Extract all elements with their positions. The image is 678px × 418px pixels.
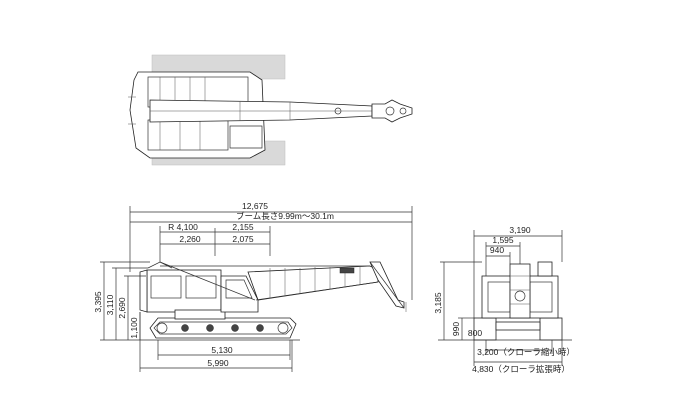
front-crawler-right (539, 317, 563, 341)
dim-5130-label: 5,130 (211, 345, 233, 355)
height-2690-label: 2,690 (117, 297, 127, 319)
dim-2075-label: 2,075 (232, 234, 254, 244)
height-1100-label: 1,100 (129, 317, 139, 339)
width-3190-label: 3,190 (509, 225, 531, 235)
width-940-label: 940 (490, 245, 504, 255)
boom-length-label: ブーム長さ9.99m～30.1m (236, 211, 334, 221)
side-crawler (149, 317, 297, 339)
front-view (473, 261, 563, 341)
dim-2260-label: 2,260 (179, 234, 201, 244)
height-3110-label: 3,110 (105, 294, 115, 315)
side-view (139, 261, 407, 339)
dimension-lines (100, 206, 572, 372)
width-1595-label: 1,595 (492, 235, 514, 245)
height-990-label: 990 (451, 322, 461, 336)
side-boom-plate (339, 267, 355, 274)
plan-view (128, 54, 413, 166)
dim-2155-label: 2,155 (232, 222, 254, 232)
radius-label: R 4,100 (168, 222, 198, 232)
crawler-retracted-label: 3,200（クローラ縮小時） (477, 347, 575, 357)
height-3185-label: 3,185 (433, 292, 443, 314)
height-800-label: 800 (468, 328, 482, 338)
dim-5990-label: 5,990 (207, 358, 229, 368)
side-superstructure (146, 269, 222, 313)
crawler-extended-label: 4,830（クローラ拡張時） (472, 364, 570, 374)
plan-boom-head (371, 99, 413, 123)
dimension-labels: 12,675 ブーム長さ9.99m～30.1m R 4,100 2,155 2,… (93, 201, 575, 374)
height-3395-label: 3,395 (93, 291, 103, 313)
side-boom (247, 265, 379, 301)
overall-length-label: 12,675 (242, 201, 268, 211)
